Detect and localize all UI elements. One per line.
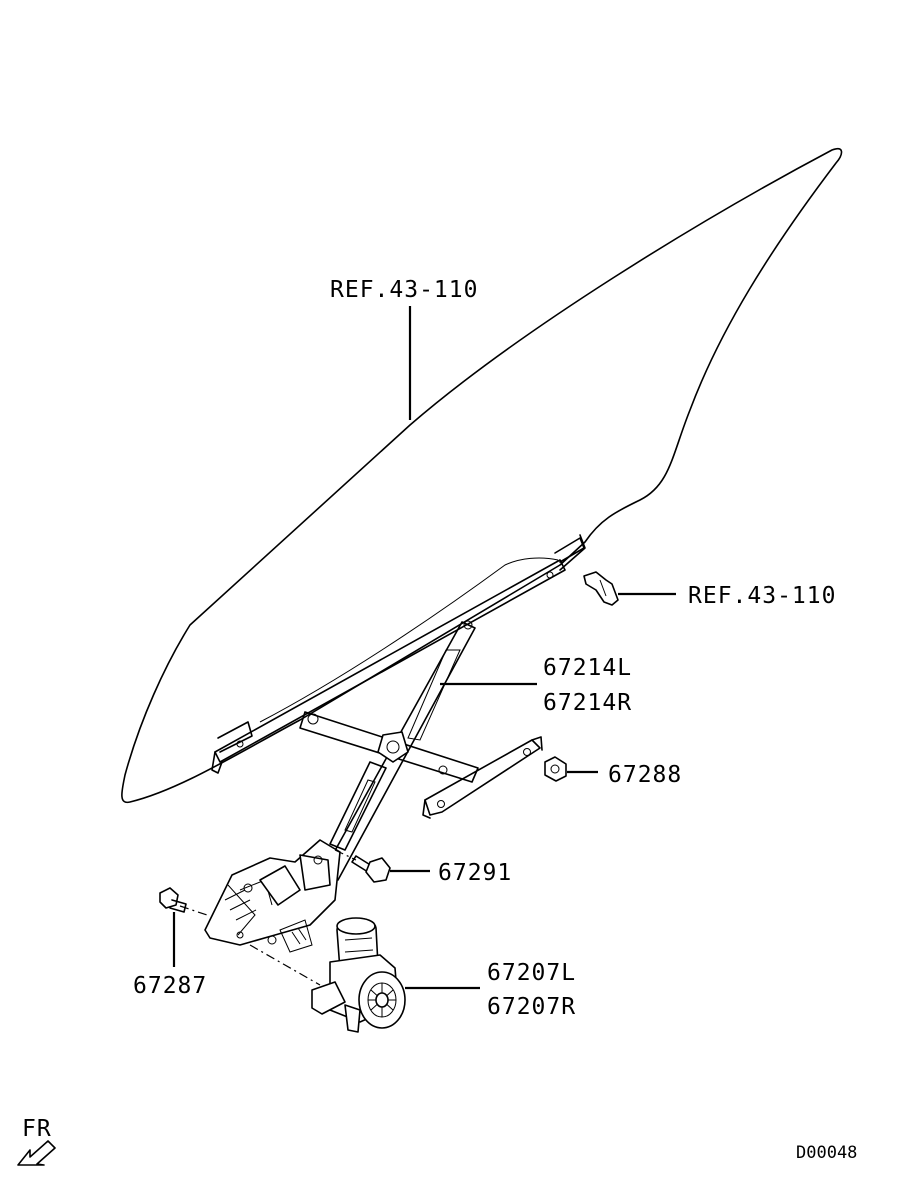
assembly-line-stud xyxy=(179,905,211,917)
diagram-code: D00048 xyxy=(796,1143,857,1163)
assembly-line-bolt xyxy=(334,849,357,861)
regulator-motor[interactable] xyxy=(311,917,406,1033)
label-motor-right: 67207R xyxy=(487,994,576,1020)
glass-clip[interactable] xyxy=(583,571,619,606)
window-regulator[interactable] xyxy=(204,620,479,953)
nut-part[interactable] xyxy=(544,756,567,782)
direction-arrow-icon xyxy=(17,1140,56,1166)
label-regulator-right: 67214R xyxy=(543,690,632,716)
front-direction-indicator: FR xyxy=(17,1116,56,1166)
label-motor-left: 67207L xyxy=(487,960,576,986)
assembly-line-motor xyxy=(249,944,321,986)
label-bolt: 67291 xyxy=(438,860,512,886)
direction-label: FR xyxy=(22,1116,52,1142)
label-regulator-left: 67214L xyxy=(543,655,632,681)
label-nut: 67288 xyxy=(608,762,682,788)
stud-part[interactable] xyxy=(159,887,187,913)
glass-channel xyxy=(211,534,586,774)
door-glass[interactable] xyxy=(121,147,843,804)
label-glass-ref: REF.43-110 xyxy=(330,277,478,303)
label-clip-ref: REF.43-110 xyxy=(688,583,836,609)
bolt-part[interactable] xyxy=(351,855,391,883)
label-stud: 67287 xyxy=(133,973,207,999)
guide-rail xyxy=(422,736,543,819)
